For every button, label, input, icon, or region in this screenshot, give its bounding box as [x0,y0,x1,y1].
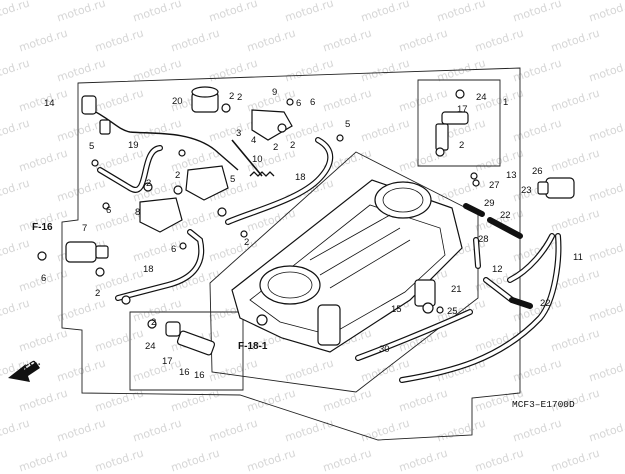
callout-label: 5 [230,174,235,185]
bracket-8 [185,165,229,201]
callout-label: 19 [128,140,139,151]
sensor-23 [537,177,575,199]
part-callouts: 1224161723456789101112131415161718181922… [41,87,583,381]
callout-label: 12 [492,264,503,275]
injector-lower [147,319,216,356]
callout-label: 30 [379,344,390,355]
callout-label: 17 [457,104,468,115]
diagram-code: MCF3–E1700D [512,399,575,410]
callout-label: 4 [251,135,256,146]
assembly-frame [61,67,521,441]
callout-label: 2 [459,140,464,151]
callout-label: 21 [451,284,462,295]
callout-label: 22 [540,298,551,309]
sensor-20 [191,86,219,113]
callout-label: 28 [478,234,489,245]
callout-label: 10 [252,154,263,165]
callout-label: 16 [194,370,205,381]
callout-label: 22 [500,210,511,221]
callout-label: 2 [95,288,100,299]
callout-label: 6 [41,273,46,284]
callout-label: 11 [573,252,583,263]
callout-label: 6 [106,205,111,216]
callout-label: 5 [345,119,350,130]
callout-label: 24 [145,341,156,352]
callout-label: 13 [506,170,517,181]
hose-11 [507,233,555,283]
callout-label: 6 [296,98,301,109]
callout-label: 25 [447,306,458,317]
fasteners [91,98,480,314]
callout-label: 2 [146,178,151,189]
callout-label: 1 [503,97,508,108]
sensor-7 [37,241,109,263]
callout-label: 2 [151,317,156,328]
hose-22 [487,217,533,309]
throttle-body [231,179,463,353]
callout-label: 18 [295,172,306,183]
throttle-body-frame [209,151,479,393]
throttle-cable [87,107,239,171]
callout-label: 2 [229,91,234,102]
callout-label: 16 [179,367,190,378]
injector-frame-lower [129,311,244,391]
callout-label: 15 [391,304,402,315]
ref-f16: F-16 [32,222,53,233]
callout-label: 2 [273,142,278,153]
front-direction-arrow [8,362,40,382]
callout-label: 2 [290,140,295,151]
callout-label: 2 [237,92,242,103]
callout-label: 24 [476,92,487,103]
callout-label: 20 [172,96,183,107]
bracket-7 [139,197,183,233]
callout-label: 26 [532,166,543,177]
callout-label: 14 [44,98,55,109]
callout-label: 7 [82,223,87,234]
injector-frame-upper [417,79,501,167]
spring [249,171,275,177]
callout-label: 8 [135,207,140,218]
callout-label: 23 [521,185,532,196]
hose-29 [463,203,485,217]
callout-label: 18 [143,264,154,275]
callout-label: 2 [244,237,249,248]
cable-end [81,95,97,115]
callout-label: 6 [310,97,315,108]
callout-label: 5 [89,141,94,152]
callout-label: 2 [175,170,180,181]
callout-label: 29 [484,198,495,209]
callout-label: 17 [162,356,173,367]
callout-label: 9 [272,87,277,98]
callout-label: 3 [236,128,241,139]
bracket-9 [251,109,293,141]
callout-label: 6 [171,244,176,255]
callout-label: 27 [489,180,500,191]
ref-f18-1: F-18-1 [238,341,268,352]
injector-upper [435,89,469,157]
cable-adjuster [99,119,111,135]
